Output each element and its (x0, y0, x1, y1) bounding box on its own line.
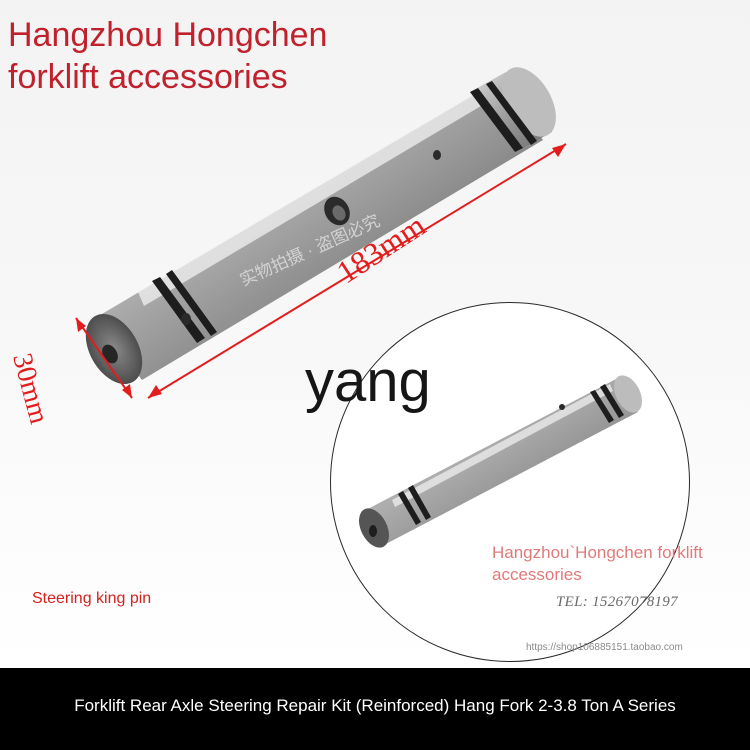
inset-pin-grooves (398, 384, 624, 525)
phone-number: TEL: 15267078197 (556, 594, 678, 610)
inset-pin-end (358, 404, 565, 548)
pin-holes (181, 150, 441, 325)
footer-bar: Forklift Rear Axle Steering Repair Kit (… (0, 668, 750, 750)
shop-url: https://shop106885151.taobao.com (526, 642, 683, 653)
pin-grooves (152, 81, 537, 343)
product-photo: Hangzhou Hongchen forklift accessories (0, 0, 750, 668)
inset-pin-body (362, 375, 643, 546)
brand-title-line1: Hangzhou Hongchen (8, 16, 328, 54)
brand-title-line2: forklift accessories (8, 58, 288, 96)
overlay-watermark-text: yang (305, 349, 431, 414)
brand-title: Hangzhou Hongchen forklift accessories (8, 14, 327, 98)
king-pin-inset-image (358, 375, 643, 548)
product-title: Forklift Rear Axle Steering Repair Kit (… (74, 696, 676, 715)
length-dimension-arrow (147, 143, 567, 399)
king-pin-main-image (75, 67, 567, 399)
inset-circle (330, 302, 690, 662)
inset-caption: Hangzhou`Hongchen forklift accessories (492, 543, 703, 584)
diameter-dimension-arrow (75, 317, 133, 399)
pin-end-face (85, 313, 143, 385)
part-name-label: Steering king pin (32, 590, 152, 607)
